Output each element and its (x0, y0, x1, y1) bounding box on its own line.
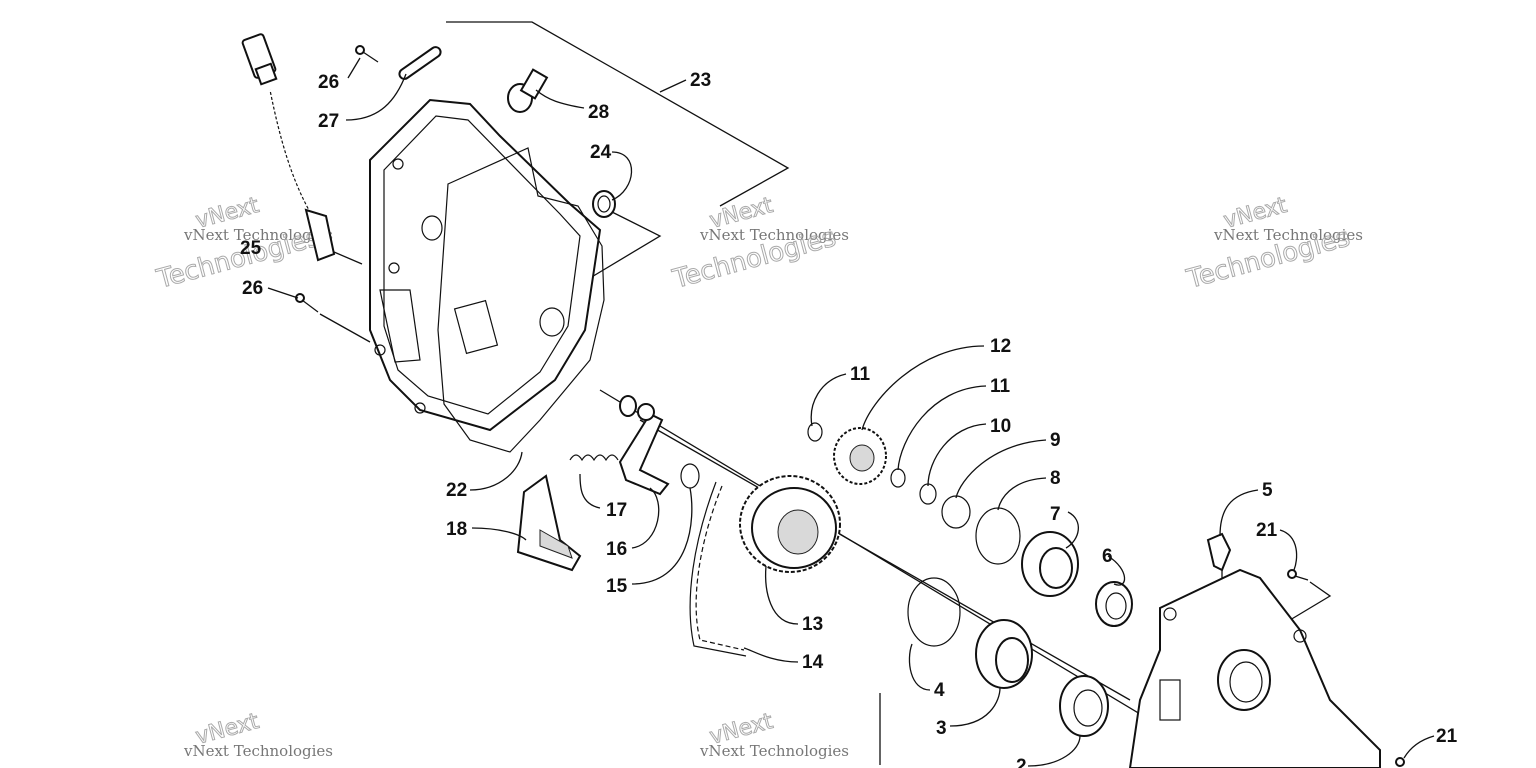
watermark-center-top: vNext Technologies vNext Technologies (669, 192, 849, 295)
callout-18: 18 (446, 519, 467, 540)
callout-26-mid: 26 (242, 278, 263, 299)
slider-pad-part (516, 474, 582, 572)
watermark-text: vNext Technologies (183, 742, 333, 760)
gasket-part (437, 147, 605, 453)
callout-4: 4 (934, 680, 945, 701)
callout-11-upper: 11 (850, 364, 871, 385)
seal-part-6 (1095, 581, 1133, 627)
seal-part (592, 190, 616, 218)
callout-8: 8 (1050, 468, 1061, 489)
chaincase-cover-part (369, 98, 602, 432)
callout-28: 28 (588, 102, 609, 123)
pin-part (398, 46, 442, 80)
callout-10: 10 (990, 416, 1011, 437)
spring-part (569, 454, 619, 462)
callout-27: 27 (318, 111, 339, 132)
callout-17: 17 (606, 500, 627, 521)
bearing-part-3 (975, 619, 1033, 689)
screw-part-top (355, 45, 379, 63)
callout-23: 23 (690, 70, 711, 91)
callout-26-top: 26 (318, 72, 339, 93)
o-ring-part-4 (907, 577, 961, 647)
watermark-text: vNext Technologies (699, 226, 849, 244)
watermark-center-bottom: vNext Technologies vNext (699, 708, 849, 760)
callout-6: 6 (1102, 546, 1113, 567)
watermark-left-bottom: vNext Technologies vNext (183, 708, 333, 760)
washer-part-10 (919, 483, 937, 505)
callout-22: 22 (446, 480, 467, 501)
snap-ring-part-15 (680, 463, 700, 489)
watermark-right-top: vNext Technologies vNext Technologies (1183, 192, 1363, 295)
callout-15: 15 (606, 576, 628, 597)
watermark-text: vNext Technologies (699, 742, 849, 760)
watermark-text: vNext Technologies (1213, 226, 1363, 244)
assembly-bracket-23 (446, 21, 790, 207)
callout-24: 24 (590, 142, 612, 163)
callout-16: 16 (606, 539, 627, 560)
callout-leaders (267, 57, 1435, 767)
chaincase-housing-part (1128, 568, 1381, 768)
callout-21-upper: 21 (1256, 520, 1278, 541)
drive-chain-part (689, 481, 747, 657)
washer-part (619, 395, 637, 417)
callout-3: 3 (936, 718, 947, 739)
snap-ring-part-11b (890, 468, 906, 488)
washer-part-9 (941, 495, 971, 529)
callout-25: 25 (240, 238, 262, 259)
breather-part (507, 68, 549, 113)
bearing-part-7 (1021, 531, 1079, 597)
seal-leader-bracket (589, 211, 662, 279)
o-ring-part-8 (975, 507, 1021, 565)
callout-11-lower: 11 (990, 376, 1011, 397)
large-sprocket-part (739, 475, 841, 573)
screw-part-21b (1395, 757, 1405, 767)
callout-21-lower: 21 (1436, 726, 1458, 747)
tensioner-arm-part (618, 403, 670, 496)
callout-labels: 26 27 28 23 24 25 26 12 11 11 10 9 8 7 6… (240, 70, 1458, 768)
shaft-axis-line (639, 419, 1131, 701)
screw-part-mid (295, 293, 371, 343)
seal-part-2 (1059, 675, 1109, 737)
callout-14: 14 (802, 652, 824, 673)
callout-2: 2 (1016, 756, 1027, 768)
screw-part-21a (1287, 569, 1332, 621)
callout-5: 5 (1262, 480, 1273, 501)
small-sprocket-part (833, 427, 887, 485)
callout-9: 9 (1050, 430, 1061, 451)
snap-ring-part-11a (807, 422, 823, 442)
watermark-text: vNext Technologies (183, 226, 333, 244)
callout-7: 7 (1050, 504, 1061, 525)
callout-12: 12 (990, 336, 1011, 357)
speed-sensor-part (241, 33, 336, 262)
callout-13: 13 (802, 614, 823, 635)
